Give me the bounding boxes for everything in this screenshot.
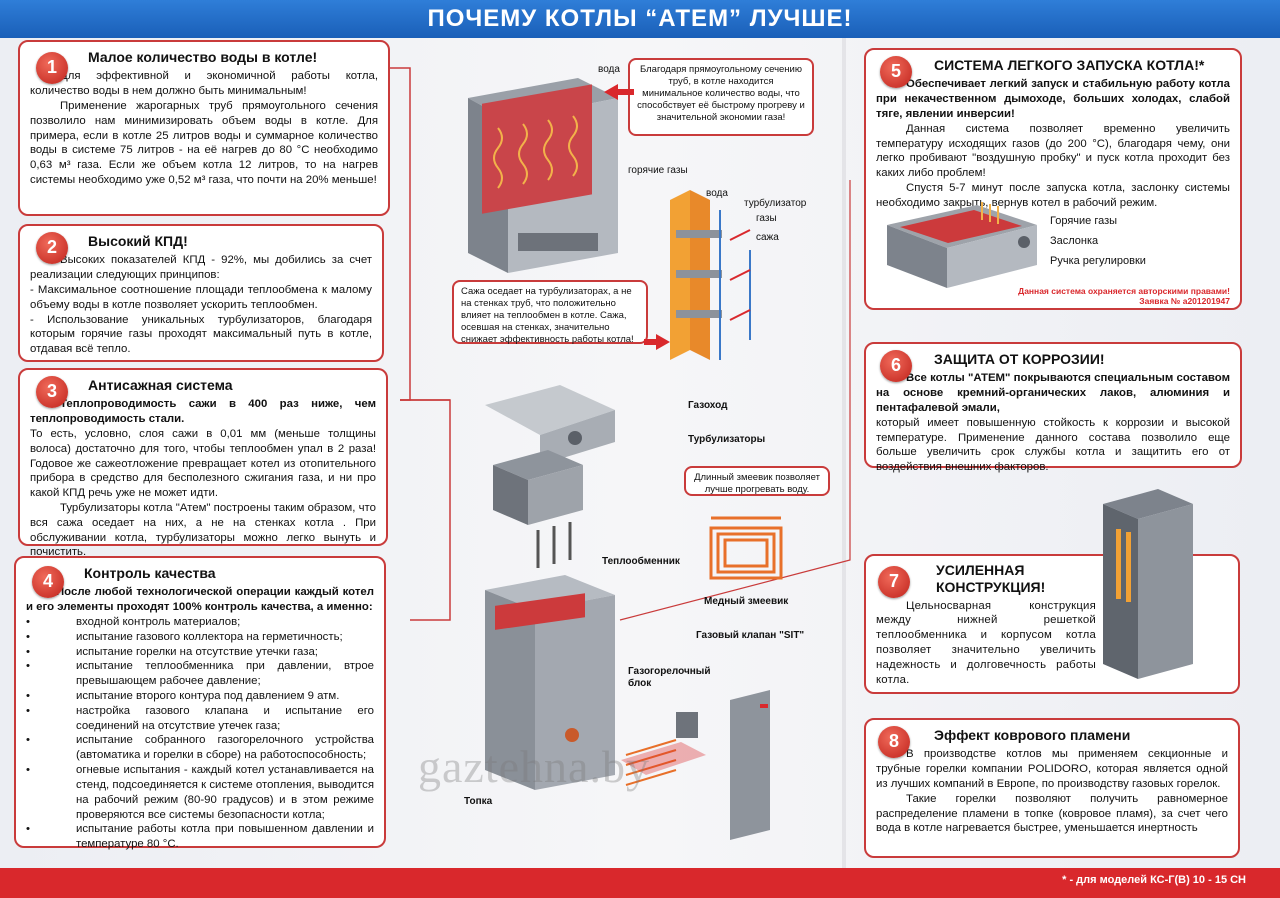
section-2-para-2: - Максимальное соотношение площади тепло… (30, 283, 372, 311)
callout-soot: Сажа оседает на турбулизаторах, а не на … (452, 280, 648, 345)
section-3-number: 3 (36, 376, 68, 408)
section-1-number: 1 (36, 52, 68, 84)
section-1: 1 Малое количество воды в котле! Для эфф… (18, 40, 390, 216)
section-4-bold: После любой технологической операции каж… (26, 586, 374, 614)
section-7-number: 7 (878, 566, 910, 598)
section-7-title: УСИЛЕННАЯ КОНСТРУКЦИЯ! (936, 562, 1046, 595)
section-5-para-2: Спустя 5-7 минут после запуска котла, за… (876, 181, 1230, 209)
label-gas-outlet: Газоход (688, 400, 728, 411)
section-2: 2 Высокий КПД! Высоких показателей КПД -… (18, 224, 384, 362)
page-fold (842, 38, 846, 868)
section-8-para-2: Такие горелки позволяют получить равноме… (876, 792, 1228, 835)
section-8: 8 Эффект коврового пламени В производств… (864, 718, 1240, 858)
section-3-bold: Теплопроводимость сажи в 400 раз ниже, ч… (30, 398, 376, 426)
section-4-list: входной контроль материалов; испытание г… (26, 615, 374, 852)
section-1-title: Малое количество воды в котле! (88, 49, 318, 65)
list-item: входной контроль материалов; (26, 615, 374, 630)
section-3-para-2: Турбулизаторы котла "Атем" построены так… (30, 501, 376, 559)
welded-body-illustration (1103, 489, 1193, 679)
label-turbulizers: Турбулизаторы (688, 434, 766, 445)
section-5-title: СИСТЕМА ЛЕГКОГО ЗАПУСКА КОТЛА!* (934, 57, 1205, 73)
section-5: 5 СИСТЕМА ЛЕГКОГО ЗАПУСКА КОТЛА!* Обеспе… (864, 48, 1242, 310)
label-heat-exchanger: Теплообменник (602, 556, 680, 567)
burner-block-illustration (621, 712, 706, 786)
section-5-number: 5 (880, 56, 912, 88)
label-burner-block: Газогорелочный блок (628, 666, 711, 689)
section-3: 3 Антисажная система Теплопроводимость с… (18, 368, 388, 558)
section-4: 4 Контроль качества После любой технолог… (14, 556, 386, 850)
arrow-left-icon (604, 84, 634, 100)
easy-start-illustration (887, 202, 1037, 288)
label-hot-gases: горячие газы (628, 165, 688, 176)
footer-note: * - для моделей КС-Г(В) 10 - 15 СН (1062, 874, 1246, 886)
section-6: 6 ЗАЩИТА ОТ КОРРОЗИИ! Все котлы "АТЕМ" п… (864, 342, 1242, 473)
header-banner: ПОЧЕМУ КОТЛЫ “АТЕМ” ЛУЧШЕ! (0, 0, 1280, 38)
copper-coil-illustration (709, 516, 783, 580)
page-title: ПОЧЕМУ КОТЛЫ “АТЕМ” ЛУЧШЕ! (427, 5, 853, 32)
section-8-para-1: В производстве котлов мы применяем секци… (876, 748, 1228, 790)
section-1-para-2: Применение жарогарных труб прямоугольног… (30, 99, 378, 186)
section-6-number: 6 (880, 350, 912, 382)
section-6-para: который имеет повышенную стойкость к кор… (876, 416, 1230, 474)
label-firebox: Топка (464, 796, 493, 807)
section-5-bold: Обеспечивает легкий запуск и стабильную … (876, 78, 1230, 120)
section-3-title: Антисажная система (88, 377, 233, 393)
label-water-2: вода (706, 188, 728, 199)
label-easy-hot-gases: Горячие газы (1050, 215, 1118, 227)
list-item: испытание второго контура под давлением … (26, 689, 374, 704)
list-item: испытание работы котла при повышенном да… (26, 822, 374, 852)
section-3-para-1: То есть, условно, слоя сажи в 0,01 мм (м… (30, 427, 376, 500)
label-turbulizer: турбулизатор (744, 198, 807, 209)
label-damper: Заслонка (1050, 235, 1099, 247)
section-2-para-3: - Использование уникальных турбулизаторо… (30, 313, 372, 356)
label-gases: газы (756, 213, 777, 224)
section-1-para-1: Для эффективной и экономичной работы кот… (30, 70, 378, 98)
label-soot: сажа (756, 232, 779, 243)
section-2-number: 2 (36, 232, 68, 264)
turbulizer-block-part (493, 450, 583, 568)
section-7-para: Цельносварная конструкция между нижней р… (876, 599, 1096, 686)
connector-lines (390, 67, 851, 621)
copyright-note: Данная система охраняется авторскими пра… (1018, 286, 1230, 296)
section-8-title: Эффект коврового пламени (934, 727, 1131, 743)
list-item: огневые испытания - каждый котел устанав… (26, 763, 374, 822)
arrow-right-icon (644, 334, 670, 350)
section-4-title: Контроль качества (84, 565, 216, 581)
section-4-number: 4 (32, 566, 64, 598)
list-item: настройка газового клапана и испытание е… (26, 704, 374, 734)
callout-coil: Длинный змеевик позволяет лучше прогрева… (684, 466, 830, 496)
section-5-para-1: Данная система позволяет временно увелич… (876, 122, 1230, 180)
boiler-door-illustration (730, 690, 770, 840)
list-item: испытание теплообменника при давлении, в… (26, 659, 374, 689)
gas-outlet-part (485, 385, 615, 465)
watermark: gaztehna.by (418, 741, 650, 792)
boiler-cutaway-illustration (468, 78, 618, 273)
list-item: испытание газового коллектора на гермети… (26, 630, 374, 645)
label-control-knob: Ручка регулировки (1050, 255, 1146, 267)
callout-rect-tubes: Благодаря прямоугольному сечению труб, в… (628, 58, 814, 136)
list-item: испытание собранного газогорелочного уст… (26, 733, 374, 763)
section-6-title: ЗАЩИТА ОТ КОРРОЗИИ! (934, 351, 1105, 367)
label-copper-coil: Медный змеевик (704, 596, 789, 607)
patent-number: Заявка № а201201947 (1139, 296, 1230, 306)
label-gas-valve: Газовый клапан "SIT" (696, 630, 805, 641)
turbulizer-diagram (670, 190, 751, 360)
section-2-title: Высокий КПД! (88, 233, 188, 249)
list-item: испытание горелки на отсутствие утечки г… (26, 645, 374, 660)
label-water: вода (598, 64, 620, 75)
section-2-para-1: Высоких показателей КПД - 92%, мы добили… (30, 254, 372, 282)
section-6-bold: Все котлы "АТЕМ" покрываются специальным… (876, 372, 1230, 414)
boiler-body-illustration (485, 575, 615, 790)
footer-band: * - для моделей КС-Г(В) 10 - 15 СН (0, 868, 1280, 898)
section-8-number: 8 (878, 726, 910, 758)
